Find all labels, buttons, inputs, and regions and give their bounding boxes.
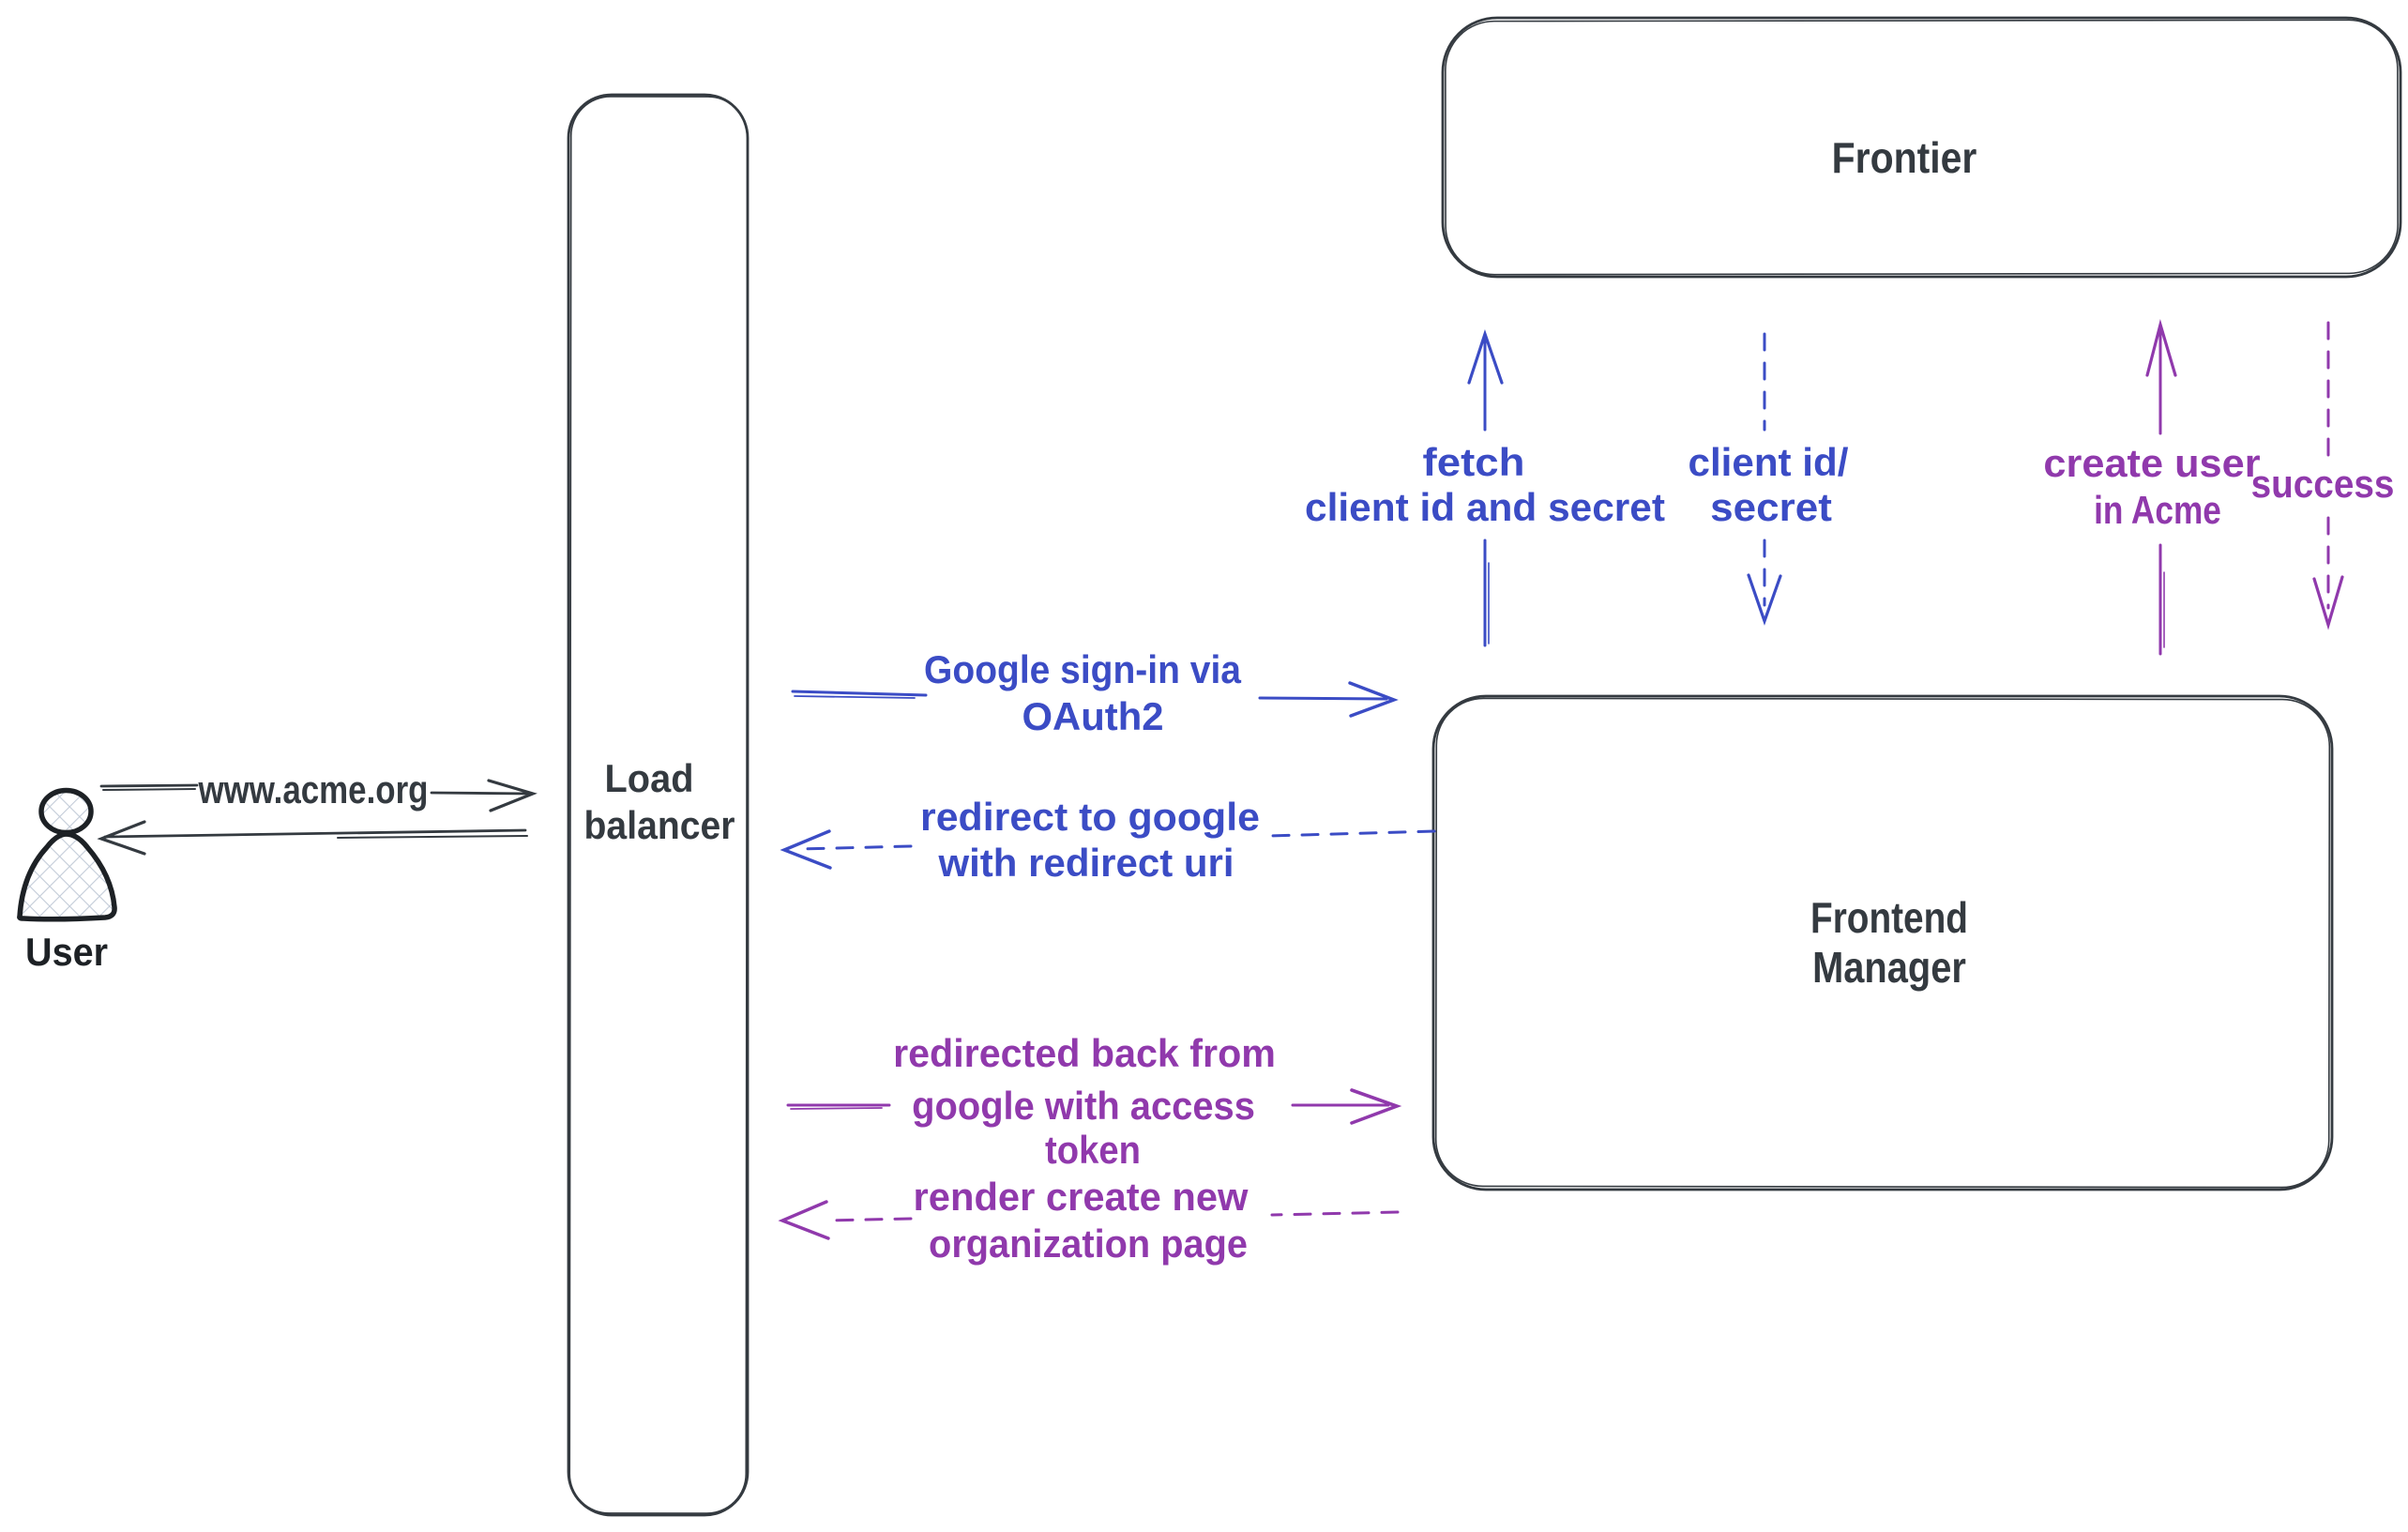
svg-text:Frontend: Frontend xyxy=(1810,894,1968,943)
svg-text:google with access: google with access xyxy=(912,1084,1255,1128)
svg-text:redirected back from: redirected back from xyxy=(893,1031,1276,1075)
svg-text:Load: Load xyxy=(605,756,694,800)
svg-text:with redirect uri: with redirect uri xyxy=(937,841,1234,885)
svg-text:fetch: fetch xyxy=(1423,441,1525,485)
svg-text:balancer: balancer xyxy=(584,803,735,848)
svg-text:organization page: organization page xyxy=(929,1221,1248,1266)
svg-text:create user: create user xyxy=(2043,442,2260,486)
svg-text:Google sign-in via: Google sign-in via xyxy=(924,647,1241,692)
svg-text:in Acme: in Acme xyxy=(2094,489,2221,533)
svg-text:OAuth2: OAuth2 xyxy=(1022,694,1164,738)
svg-text:User: User xyxy=(25,930,108,974)
svg-text:www.acme.org: www.acme.org xyxy=(198,768,429,812)
svg-text:redirect to google: redirect to google xyxy=(920,795,1260,839)
svg-text:Manager: Manager xyxy=(1812,944,1966,992)
svg-text:client id and secret: client id and secret xyxy=(1305,485,1665,529)
svg-text:success: success xyxy=(2251,462,2395,507)
svg-text:render create new: render create new xyxy=(914,1175,1249,1219)
svg-text:secret: secret xyxy=(1710,486,1832,530)
svg-text:Frontier: Frontier xyxy=(1832,135,1977,183)
svg-text:token: token xyxy=(1045,1128,1141,1172)
svg-text:client id/: client id/ xyxy=(1689,440,1849,484)
